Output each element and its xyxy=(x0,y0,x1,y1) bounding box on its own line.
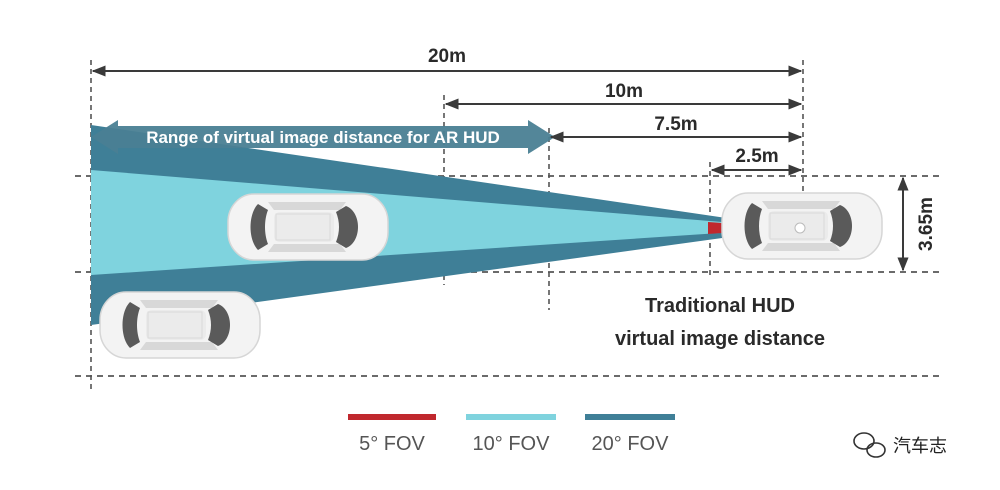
driver-eye-point xyxy=(794,222,806,234)
watermark-text: 汽车志 xyxy=(893,436,947,457)
legend-item-20-fov: 20° FOV xyxy=(585,414,675,455)
legend-label-5-fov: 5° FOV xyxy=(359,433,425,455)
traditional-hud-label-line1: Traditional HUD xyxy=(645,295,795,317)
ar-range-arrow: Range of virtual image distance for AR H… xyxy=(91,120,555,154)
legend-label-10-fov: 10° FOV xyxy=(473,433,551,455)
dimension-lines xyxy=(91,65,909,272)
legend-item-5-fov: 5° FOV xyxy=(348,414,436,455)
dim-label-10m: 10m xyxy=(605,81,643,102)
dim-label-20m: 20m xyxy=(428,46,466,67)
legend: 5° FOV 10° FOV 20° FOV xyxy=(348,414,675,455)
car-adjacent-lane xyxy=(99,291,261,359)
watermark: 汽车志 xyxy=(853,432,947,458)
dim-label-lane-width: 3.65m xyxy=(916,197,937,251)
car-virtual-image-near xyxy=(227,193,389,261)
dim-label-7-5m: 7.5m xyxy=(654,114,697,135)
wechat-icon xyxy=(853,432,886,458)
legend-item-10-fov: 10° FOV xyxy=(466,414,556,455)
legend-label-20-fov: 20° FOV xyxy=(592,433,670,455)
traditional-hud-label-line2: virtual image distance xyxy=(615,328,825,350)
dim-label-2-5m: 2.5m xyxy=(735,146,778,167)
ar-range-label: Range of virtual image distance for AR H… xyxy=(146,128,500,147)
